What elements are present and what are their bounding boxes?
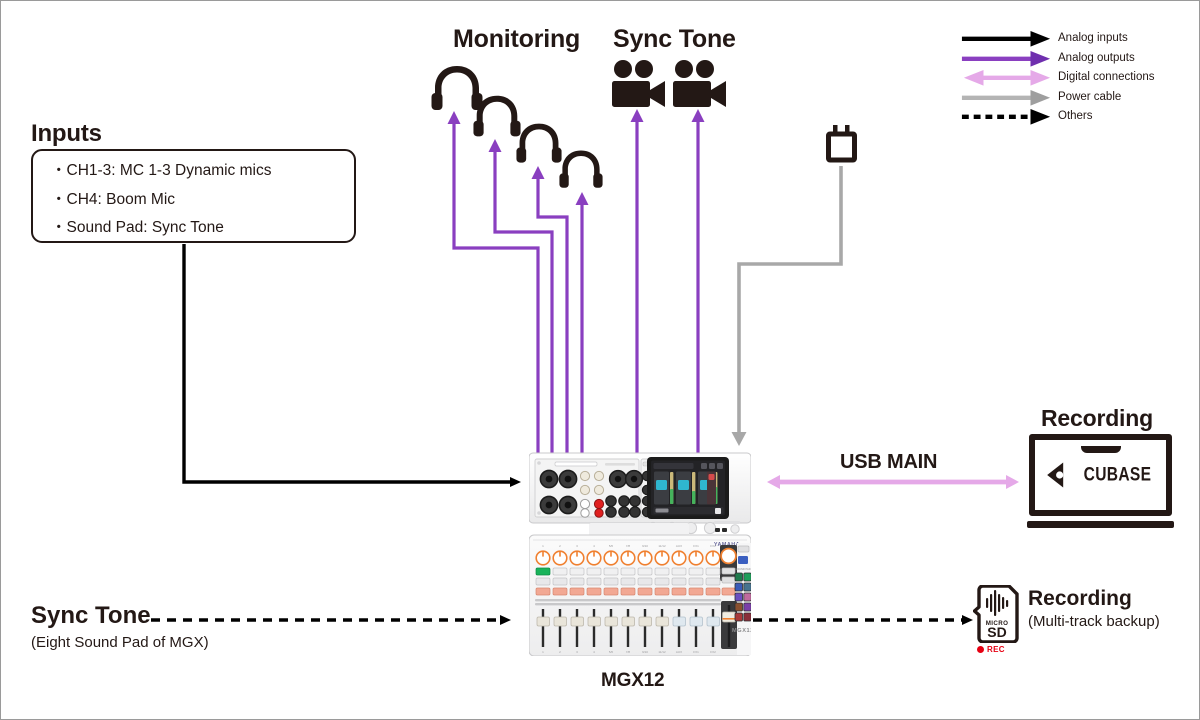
legend-label: Analog outputs — [1058, 51, 1135, 64]
legend-item-others: Others — [961, 107, 1186, 127]
dashed-arrow-right-icon — [961, 107, 1053, 127]
laptop-notch — [1080, 446, 1121, 453]
svg-text:7/8: 7/8 — [626, 544, 631, 548]
wire-power-to-mixer — [731, 166, 843, 446]
recording-pc-heading: Recording — [1041, 405, 1153, 431]
power-plug-icon — [826, 125, 857, 167]
legend-label: Power cable — [1058, 90, 1122, 103]
svg-text:11/12: 11/12 — [658, 544, 666, 548]
svg-text:1: 1 — [542, 544, 544, 548]
wire-monitor-out-3 — [531, 166, 569, 453]
svg-text:SOUND PAD: SOUND PAD — [735, 567, 750, 571]
video-camera-icon-1 — [610, 60, 667, 109]
cubase-mark-icon — [1046, 462, 1063, 488]
solid-arrow-right-icon — [961, 49, 1053, 69]
legend-label: Digital connections — [1058, 71, 1155, 84]
cubase-logo: CUBASE — [1043, 462, 1159, 489]
inputs-item-1: ・CH1-3: MC 1-3 Dynamic mics — [51, 162, 272, 179]
rec-label: REC — [987, 645, 1005, 654]
svg-text:4: 4 — [593, 650, 595, 654]
inputs-callout-box: ・CH1-3: MC 1-3 Dynamic mics ・CH4: Boom M… — [31, 149, 356, 243]
usb-main-label: USB MAIN — [840, 451, 938, 473]
svg-text:5/6: 5/6 — [609, 650, 614, 654]
legend: Analog inputs Analog outputs Digital con… — [961, 29, 1186, 127]
sd-recording-subtitle: (Multi-track backup) — [1028, 613, 1160, 630]
solid-arrow-right-icon — [961, 29, 1053, 49]
wire-inputs-to-mixer — [182, 244, 521, 487]
cubase-wordmark: CUBASE — [1083, 464, 1151, 485]
monitoring-heading: Monitoring — [453, 25, 581, 53]
svg-text:9/10: 9/10 — [642, 650, 648, 654]
rec-dot-icon — [977, 646, 984, 653]
svg-text:11/12: 11/12 — [658, 650, 666, 654]
svg-text:1: 1 — [542, 650, 544, 654]
svg-text:7/8: 7/8 — [626, 650, 631, 654]
legend-item-power-cable: Power cable — [961, 88, 1186, 108]
wire-monitor-out-2 — [488, 139, 554, 453]
laptop-base — [1027, 521, 1174, 528]
svg-text:AUX: AUX — [676, 650, 682, 654]
double-arrow-icon — [961, 68, 1053, 88]
svg-text:MICRO: MICRO — [986, 620, 1009, 627]
device-label: MGX12 — [601, 670, 665, 691]
sd-recording-block: MICRO SD REC Recording (Multi-track back… — [973, 585, 1160, 657]
headphone-icon-4 — [558, 148, 604, 192]
cubase-laptop-icon: CUBASE — [1027, 434, 1174, 529]
svg-text:FX1: FX1 — [693, 544, 699, 548]
svg-text:SD: SD — [987, 624, 1006, 640]
svg-text:AUX: AUX — [676, 544, 682, 548]
svg-text:2: 2 — [559, 650, 561, 654]
svg-text:FX1: FX1 — [693, 650, 699, 654]
inputs-heading: Inputs — [31, 120, 102, 147]
inputs-item-3: ・Sound Pad: Sync Tone — [51, 219, 224, 236]
headphone-icon-2 — [472, 93, 522, 141]
svg-text:3: 3 — [576, 650, 578, 654]
svg-text:2: 2 — [559, 544, 561, 548]
sync-tone-heading: Sync Tone — [613, 25, 736, 53]
legend-item-analog-inputs: Analog inputs — [961, 29, 1186, 49]
svg-text:4: 4 — [593, 544, 595, 548]
svg-text:FX2: FX2 — [710, 544, 716, 548]
sync-tone-source-heading: Sync Tone — [31, 602, 151, 629]
sd-recording-heading: Recording — [1028, 587, 1132, 610]
microsd-card-icon: MICRO SD REC — [973, 585, 1019, 657]
svg-text:5/6: 5/6 — [609, 544, 614, 548]
laptop-screen: CUBASE — [1029, 434, 1172, 516]
video-camera-icon-2 — [671, 60, 728, 109]
inputs-item-2: ・CH4: Boom Mic — [51, 190, 176, 208]
headphone-icon-3 — [515, 121, 563, 167]
svg-text:FX2: FX2 — [710, 650, 716, 654]
svg-text:MGX12: MGX12 — [732, 628, 751, 634]
legend-item-digital-connections: Digital connections — [961, 68, 1186, 88]
legend-label: Others — [1058, 110, 1093, 123]
wire-monitor-out-1 — [447, 111, 540, 453]
legend-label: Analog inputs — [1058, 32, 1128, 45]
legend-item-analog-outputs: Analog outputs — [961, 49, 1186, 69]
solid-arrow-right-icon — [961, 88, 1053, 108]
svg-text:9/10: 9/10 — [642, 544, 648, 548]
sync-tone-source-block: Sync Tone (Eight Sound Pad of MGX) — [31, 602, 209, 651]
svg-text:3: 3 — [576, 544, 578, 548]
sync-tone-source-subtitle: (Eight Sound Pad of MGX) — [31, 634, 209, 651]
rec-indicator: REC — [977, 645, 1005, 654]
